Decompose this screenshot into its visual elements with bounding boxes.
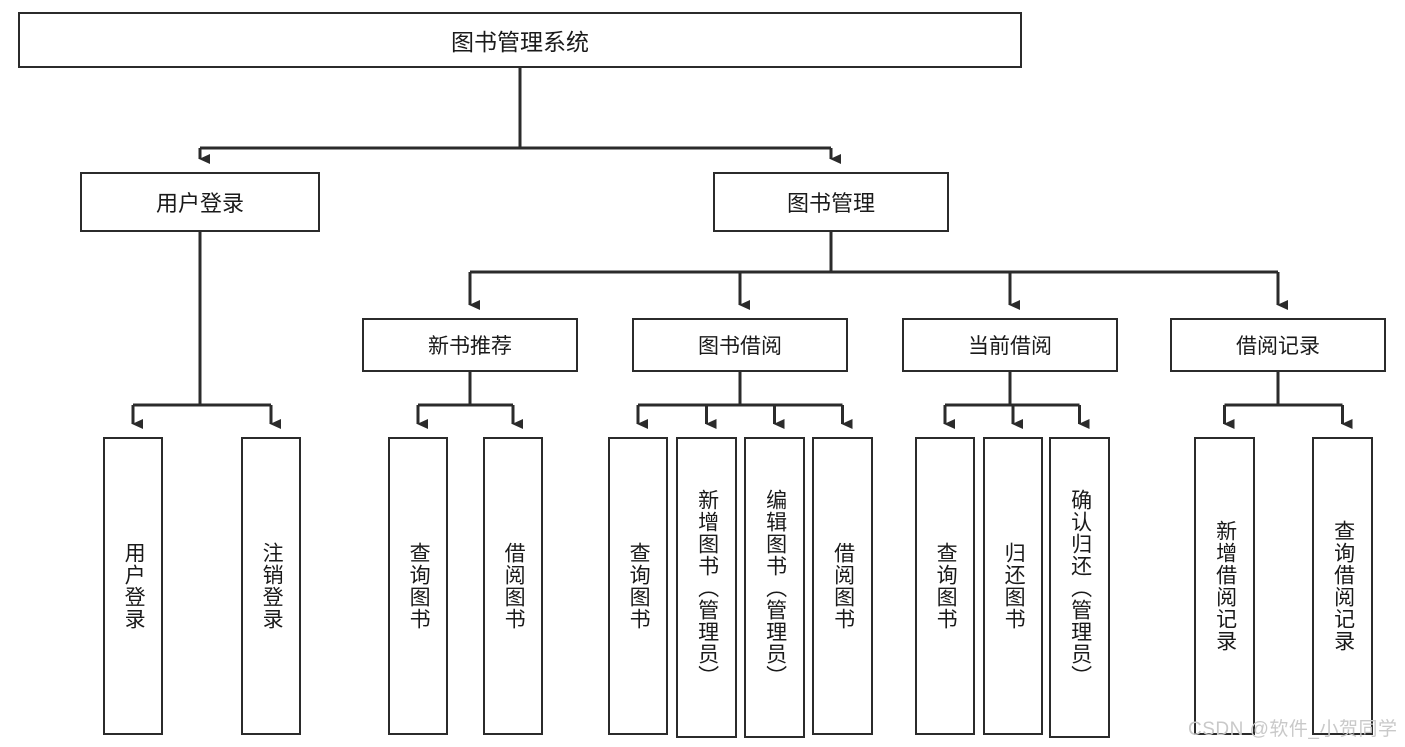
node-label: 查询图书 <box>627 542 651 630</box>
node-book-manage[interactable]: 图书管理 <box>713 172 949 232</box>
node-leaf-query-book-1[interactable]: 查询图书 <box>388 437 448 735</box>
node-leaf-query-book-3[interactable]: 查询图书 <box>915 437 975 735</box>
node-label: 用户登录 <box>122 542 146 630</box>
node-label: 查询图书 <box>407 542 431 630</box>
node-label: 借阅记录 <box>1236 335 1320 358</box>
node-label: 图书借阅 <box>698 335 782 358</box>
node-label: 确认归还（管理员） <box>1068 488 1092 687</box>
node-label: 新增图书（管理员） <box>695 488 719 687</box>
node-label: 借阅图书 <box>831 542 855 630</box>
node-leaf-user-login[interactable]: 用户登录 <box>103 437 163 735</box>
node-label: 用户登录 <box>155 191 244 216</box>
node-borrow-record[interactable]: 借阅记录 <box>1170 318 1386 372</box>
node-leaf-add-record[interactable]: 新增借阅记录 <box>1194 437 1255 735</box>
node-label: 图书管理系统 <box>451 29 589 55</box>
node-root[interactable]: 图书管理系统 <box>18 12 1022 68</box>
node-label: 新书推荐 <box>428 335 512 358</box>
node-leaf-return-book[interactable]: 归还图书 <box>983 437 1043 735</box>
node-user-login[interactable]: 用户登录 <box>80 172 320 232</box>
node-label: 新增借阅记录 <box>1213 520 1237 652</box>
node-book-borrow[interactable]: 图书借阅 <box>632 318 848 372</box>
node-leaf-query-record[interactable]: 查询借阅记录 <box>1312 437 1373 735</box>
node-label: 查询图书 <box>934 542 958 630</box>
node-label: 图书管理 <box>786 191 875 216</box>
node-leaf-edit-book[interactable]: 编辑图书（管理员） <box>744 437 805 738</box>
node-label: 当前借阅 <box>968 335 1052 358</box>
node-leaf-borrow-book-1[interactable]: 借阅图书 <box>483 437 543 735</box>
node-label: 查询借阅记录 <box>1331 520 1355 652</box>
csdn-watermark: CSDN @软件_小贺同学 <box>1188 719 1398 740</box>
node-leaf-borrow-book-2[interactable]: 借阅图书 <box>812 437 873 735</box>
node-label: 归还图书 <box>1002 542 1026 630</box>
node-label: 借阅图书 <box>502 542 526 630</box>
node-label: 注销登录 <box>260 542 284 630</box>
node-current-borrow[interactable]: 当前借阅 <box>902 318 1118 372</box>
node-leaf-add-book[interactable]: 新增图书（管理员） <box>676 437 737 738</box>
node-leaf-confirm-return[interactable]: 确认归还（管理员） <box>1049 437 1110 738</box>
node-leaf-user-logout[interactable]: 注销登录 <box>241 437 301 735</box>
node-label: 编辑图书（管理员） <box>763 488 787 687</box>
node-new-book-recommend[interactable]: 新书推荐 <box>362 318 578 372</box>
node-leaf-query-book-2[interactable]: 查询图书 <box>608 437 668 735</box>
